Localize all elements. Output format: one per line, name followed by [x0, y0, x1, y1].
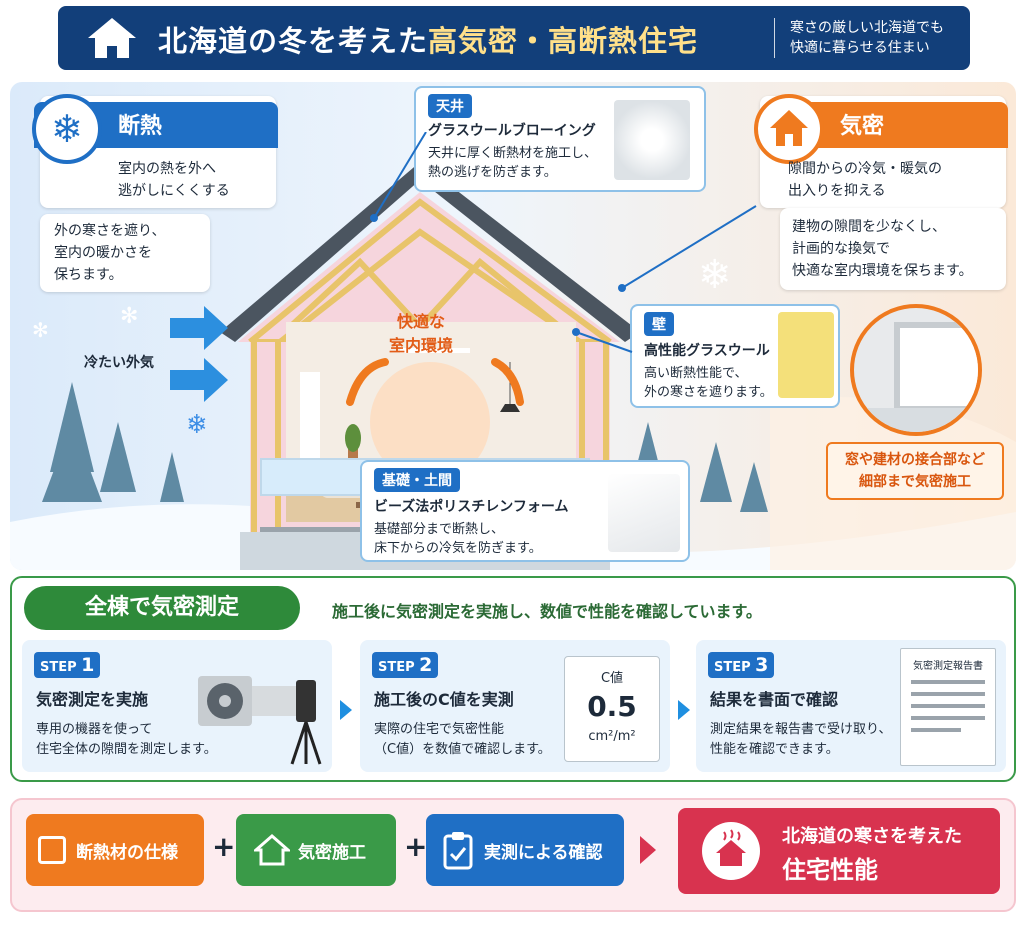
house-icon: [754, 94, 824, 164]
clipboard-check-icon: [443, 832, 473, 870]
header-divider: [774, 18, 775, 58]
airtight-note: 建物の隙間を少なくし、 計画的な換気で 快適な室内環境を保ちます。: [780, 208, 1006, 290]
step-desc: 実際の住宅で気密性能（C値）を数値で確認します。: [374, 722, 551, 757]
foundation-tag: 基礎・土間: [374, 468, 460, 492]
step-title: 施工後のC値を実測: [374, 690, 514, 709]
snowflake-icon: ✻: [120, 304, 139, 329]
header-subtitle: 寒さの厳しい北海道でも 快適に暮らせる住まい: [790, 20, 944, 56]
snowflake-icon: ❄: [186, 410, 208, 440]
c-value-number: 0.5: [587, 690, 637, 723]
snowflake-icon: ❄: [32, 94, 102, 164]
step-card-1: STEP 1 気密測定を実施 専用の機器を使って住宅全体の隙間を測定します。: [22, 640, 332, 772]
report-document-icon: 気密測定報告書: [900, 648, 996, 766]
airtight-card: 気密 隙間からの冷気・暖気の 出入りを抑える: [754, 94, 1008, 208]
step-arrow-icon: [678, 700, 690, 720]
foundation-desc: 基礎部分まで断熱し、 床下からの冷気を防ぎます。: [374, 522, 542, 556]
step-desc: 専用の機器を使って住宅全体の隙間を測定します。: [36, 722, 217, 757]
room-label: 快適な 室内環境: [388, 312, 453, 355]
step-card-3: STEP 3 結果を書面で確認 測定結果を報告書で受け取り、性能を確認できます。…: [696, 640, 1006, 772]
cold-air-arrows: [170, 306, 228, 402]
summary-airtight-box: 気密施工: [236, 814, 396, 886]
step-label: STEP 2: [372, 652, 439, 678]
step-title: 気密測定を実施: [36, 690, 149, 709]
c-value-unit: cm²/m²: [588, 729, 636, 744]
airtight-desc: 隙間からの冷気・暖気の 出入りを抑える: [788, 161, 942, 199]
measurement-lead: 施工後に気密測定を実施し、数値で性能を確認しています。: [332, 602, 762, 621]
wall-callout: 壁 高性能グラスウール 高い断熱性能で、 外の寒さを遮ります。: [630, 304, 840, 408]
ceiling-title: グラスウールブローイング: [428, 123, 596, 139]
ceiling-leader-line: [370, 132, 427, 222]
airtight-measurement-section: 全棟で気密測定 施工後に気密測定を実施し、数値で性能を確認しています。 STEP…: [10, 576, 1016, 782]
insulation-note: 外の寒さを遮り、 室内の暖かさを 保ちます。: [40, 214, 210, 292]
insulation-title: 断熱: [118, 114, 163, 139]
glass-wool-image: [778, 312, 834, 398]
insulation-card: ❄ 断熱 室内の熱を外へ 逃がしにくくする: [32, 94, 278, 208]
result-line-1: 北海道の寒さを考えた: [782, 826, 962, 847]
plus-sign: +: [212, 830, 236, 863]
step-label: STEP 1: [34, 652, 101, 678]
wall-leader-line: [572, 328, 633, 353]
step-card-2: STEP 2 施工後のC値を実測 実際の住宅で気密性能（C値）を数値で確認します…: [360, 640, 670, 772]
summary-item-label: 実測による確認: [484, 843, 603, 863]
blower-door-machine-icon: [198, 676, 322, 765]
summary-section: 断熱材の仕様 + 気密施工 + 実測による確認 北海道の寒さを考えた 住宅性能: [10, 798, 1016, 912]
step-desc: 測定結果を報告書で受け取り、性能を確認できます。: [710, 722, 892, 757]
house-icon: [254, 834, 290, 866]
cold-air-label: 冷たい外気: [84, 355, 154, 371]
step-arrow-icon: [340, 700, 352, 720]
wall-desc: 高い断熱性能で、 外の寒さを遮ります。: [644, 366, 773, 400]
warm-house-icon: [702, 822, 760, 880]
summary-item-label: 断熱材の仕様: [76, 843, 178, 863]
window-airtight-note: 窓や建材の接合部など 細部まで気密施工: [826, 442, 1004, 500]
airtight-leader-line: [618, 205, 757, 292]
snowflake-icon: ✻: [32, 318, 49, 342]
foundation-title: ビーズ法ポリスチレンフォーム: [374, 499, 569, 515]
c-value-display: C値 0.5 cm²/m²: [564, 656, 660, 762]
step-title: 結果を書面で確認: [710, 690, 839, 709]
header-banner: 北海道の冬を考えた高気密・高断熱住宅 寒さの厳しい北海道でも 快適に暮らせる住ま…: [58, 6, 970, 70]
summary-measurement-box: 実測による確認: [426, 814, 624, 886]
house-icon: [88, 18, 136, 58]
polystyrene-foam-image: [608, 474, 680, 552]
report-title: 気密測定報告書: [913, 661, 983, 672]
house-cross-section: [220, 162, 640, 532]
snowflake-icon: ❄: [698, 252, 732, 298]
foundation-callout: 基礎・土間 ビーズ法ポリスチレンフォーム 基礎部分まで断熱し、 床下からの冷気を…: [360, 460, 690, 562]
wall-title: 高性能グラスウール: [644, 343, 770, 359]
insulation-desc: 室内の熱を外へ 逃がしにくくする: [118, 161, 230, 199]
house-illustration-area: ✻ ✻ ❄ ❄: [10, 82, 1016, 570]
page-title: 北海道の冬を考えた高気密・高断熱住宅: [158, 24, 699, 58]
summary-insulation-box: 断熱材の仕様: [26, 814, 204, 886]
window-detail-image: [850, 304, 982, 436]
step-label: STEP 3: [708, 652, 775, 678]
plus-sign: +: [404, 830, 428, 863]
summary-item-label: 気密施工: [298, 843, 366, 863]
glass-wool-blowing-image: [614, 100, 690, 180]
wall-tag: 壁: [644, 312, 674, 336]
result-arrow-icon: [640, 836, 656, 864]
airtight-title: 気密: [840, 114, 885, 139]
insulation-material-icon: [38, 836, 66, 864]
measurement-title: 全棟で気密測定: [24, 586, 300, 630]
result-line-2: 住宅性能: [782, 856, 878, 884]
ceiling-tag: 天井: [428, 94, 472, 118]
ceiling-callout: 天井 グラスウールブローイング 天井に厚く断熱材を施工し、 熱の逃げを防ぎます。: [414, 86, 706, 192]
c-value-label: C値: [600, 671, 624, 686]
ceiling-desc: 天井に厚く断熱材を施工し、 熱の逃げを防ぎます。: [428, 146, 598, 180]
summary-result-box: 北海道の寒さを考えた 住宅性能: [678, 808, 1000, 894]
